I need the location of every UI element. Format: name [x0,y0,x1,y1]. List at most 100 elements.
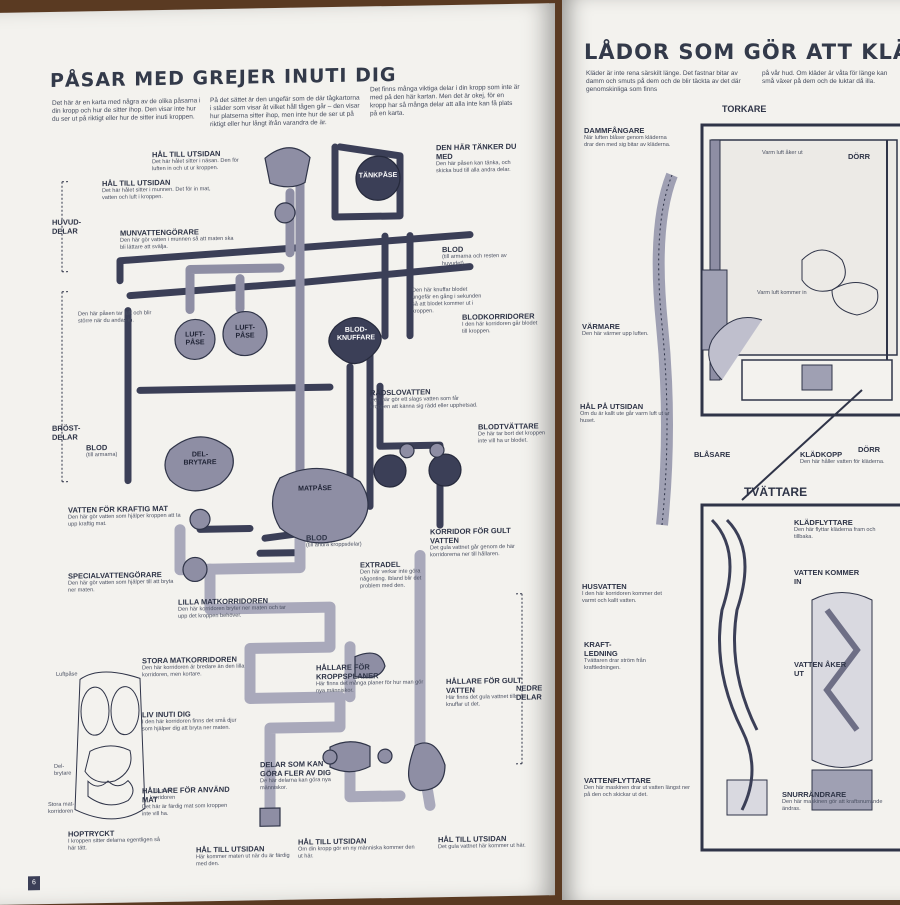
section-huvud: HUVUD- DELAR [52,217,82,236]
label-blodknuffare: Den här knuffar blodet ungefär en gång i… [412,286,487,315]
mini-tag-lilla: Lilla mat- korridoren [150,787,176,802]
mini-tag-stora: Stora mat- korridoren [48,801,75,816]
label-blasare: BLÅSARE [694,450,754,459]
tag-varm-in: Varm luft kommer in [757,290,807,296]
tankpase-label: TÄNKPÅSE [358,171,398,180]
intro-right-col1: Kläder är inte rena särskilt länge. Det … [586,70,741,93]
label-text: Den här gör vatten i munnen så att maten… [120,235,234,251]
label-title: KRAFT- LEDNING [584,640,618,658]
label-title: SNURRÄNDRARE [782,790,847,799]
luftpase-label-1: LUFT- PÅSE [185,331,205,347]
mini-anatomy-sketch [74,671,146,820]
label-text: Den här gör vatten som hjälper till att … [68,578,174,594]
label-text: Den här maskinen drar ut vatten längst n… [584,785,691,798]
label-text: När luften blåser genom kläderna drar de… [584,135,671,148]
label-title: DAMMFÅNGARE [584,126,645,135]
label-text: Om din kropp gör en ny människa kommer d… [298,844,415,860]
tag-varm-ut: Varm luft åker ut [762,150,803,156]
luftpase-label-2: LUFT- PÅSE [235,324,255,340]
label-blod-left: BLOD(till armarna) [86,442,146,459]
label-title: HÅLLARE FÖR GULT VATTEN [446,675,522,696]
label-title: VÄRMARE [582,322,620,331]
label-title: DÖRR [848,152,871,161]
label-text: De här delarna kan göra nya människor. [260,777,331,792]
label-title: HÅL PÅ UTSIDAN [580,402,644,411]
label-text: Det här är färdig mat som kroppen inte v… [142,802,228,818]
label-title: VATTEN KOMMER IN [794,568,860,586]
machines-diagram [652,123,900,852]
label-text: Här finns det gula vattnet tills du knuf… [446,693,526,709]
mini-tag-delbrytare: Del- brytare [54,763,72,777]
label-text: Den här flyttar kläderna fram och tillba… [794,527,876,540]
label-dorr-right: DÖRR [858,445,898,454]
label-title: DEN HÄR TÄNKER DU MED [436,141,517,162]
label-text: Den här verkar inte göra någonting. Ibla… [360,568,422,590]
label-text: Det gula vattnet går genom de här korrid… [430,543,515,559]
label-text: Om du är kallt ute går varm luft ut ur h… [580,411,670,424]
label-text: Det här hålet sitter i näsan. Den för lu… [152,157,239,173]
label-text: Den här påsen kan tänka, och skicka bud … [436,159,511,175]
label-text: Här kommer maten ut när du är färdig med… [196,852,290,868]
right-page: LÅDOR SOM GÖR ATT KLÄDE Kläder är inte r… [562,0,900,900]
intro-right-col2: på vår hud. Om kläder är våta för länge … [762,70,888,85]
label-blod-bottom: BLOD(till andra kroppsdelar) [306,532,366,549]
label-text: De här tar bort det kroppen inte vill ha… [478,430,546,445]
blodknuffare-label: BLOD- KNUFFARE [336,326,376,342]
page-number: 6 [28,876,40,891]
brost-bracket [61,291,70,483]
matpase-label: MATPÅSE [298,485,332,493]
njure-left [373,454,407,488]
tankpase-blob [355,155,401,201]
label-dorr-top: DÖRR [848,152,888,161]
tvattare-heading: TVÄTTARE [744,485,808,499]
label-title: HUSVATTEN [582,582,627,591]
label-title: DÖRR [858,445,881,454]
label-text: Den här värmer upp luften. [582,331,649,337]
label-text: Den här håller vatten för kläderna. [800,459,885,465]
label-text: I den här korridoren finns det små djur … [142,717,237,733]
page-title-right: LÅDOR SOM GÖR ATT KLÄDE [584,40,900,64]
section-brost: BRÖST- DELAR [52,423,81,442]
delbrytare-label: DEL- BRYTARE [183,451,217,467]
label-text: Den här gör ett slags vatten som får kro… [370,395,478,411]
label-title: KLÄDFLYTTARE [794,518,853,527]
label-text: Den här påsen tar luft och blir större n… [78,310,152,325]
nedre-bracket [514,593,523,765]
label-title: KLÄDKOPP [800,450,843,459]
luftpase-blob-2 [222,310,268,357]
delbrytare-blob [164,436,234,492]
label-text: Den här korridoren bryter ner maten och … [178,604,286,620]
left-page: PÅSAR MED GREJER INUTI DIG Det här är en… [0,3,555,905]
label-title: HÅLLARE FÖR KROPPSPLANER [316,662,379,682]
torkare-heading: TORKARE [722,104,767,114]
label-text: I den här korridoren kommer det varmt oc… [582,591,662,604]
label-blod-top: BLOD(till armarna och resten av huvudet) [442,244,522,268]
label-text: Den här korridoren är bredare än den lil… [142,663,245,679]
huvud-bracket [61,181,70,273]
matpase-blob [271,467,369,544]
body-map-diagram [61,143,523,827]
